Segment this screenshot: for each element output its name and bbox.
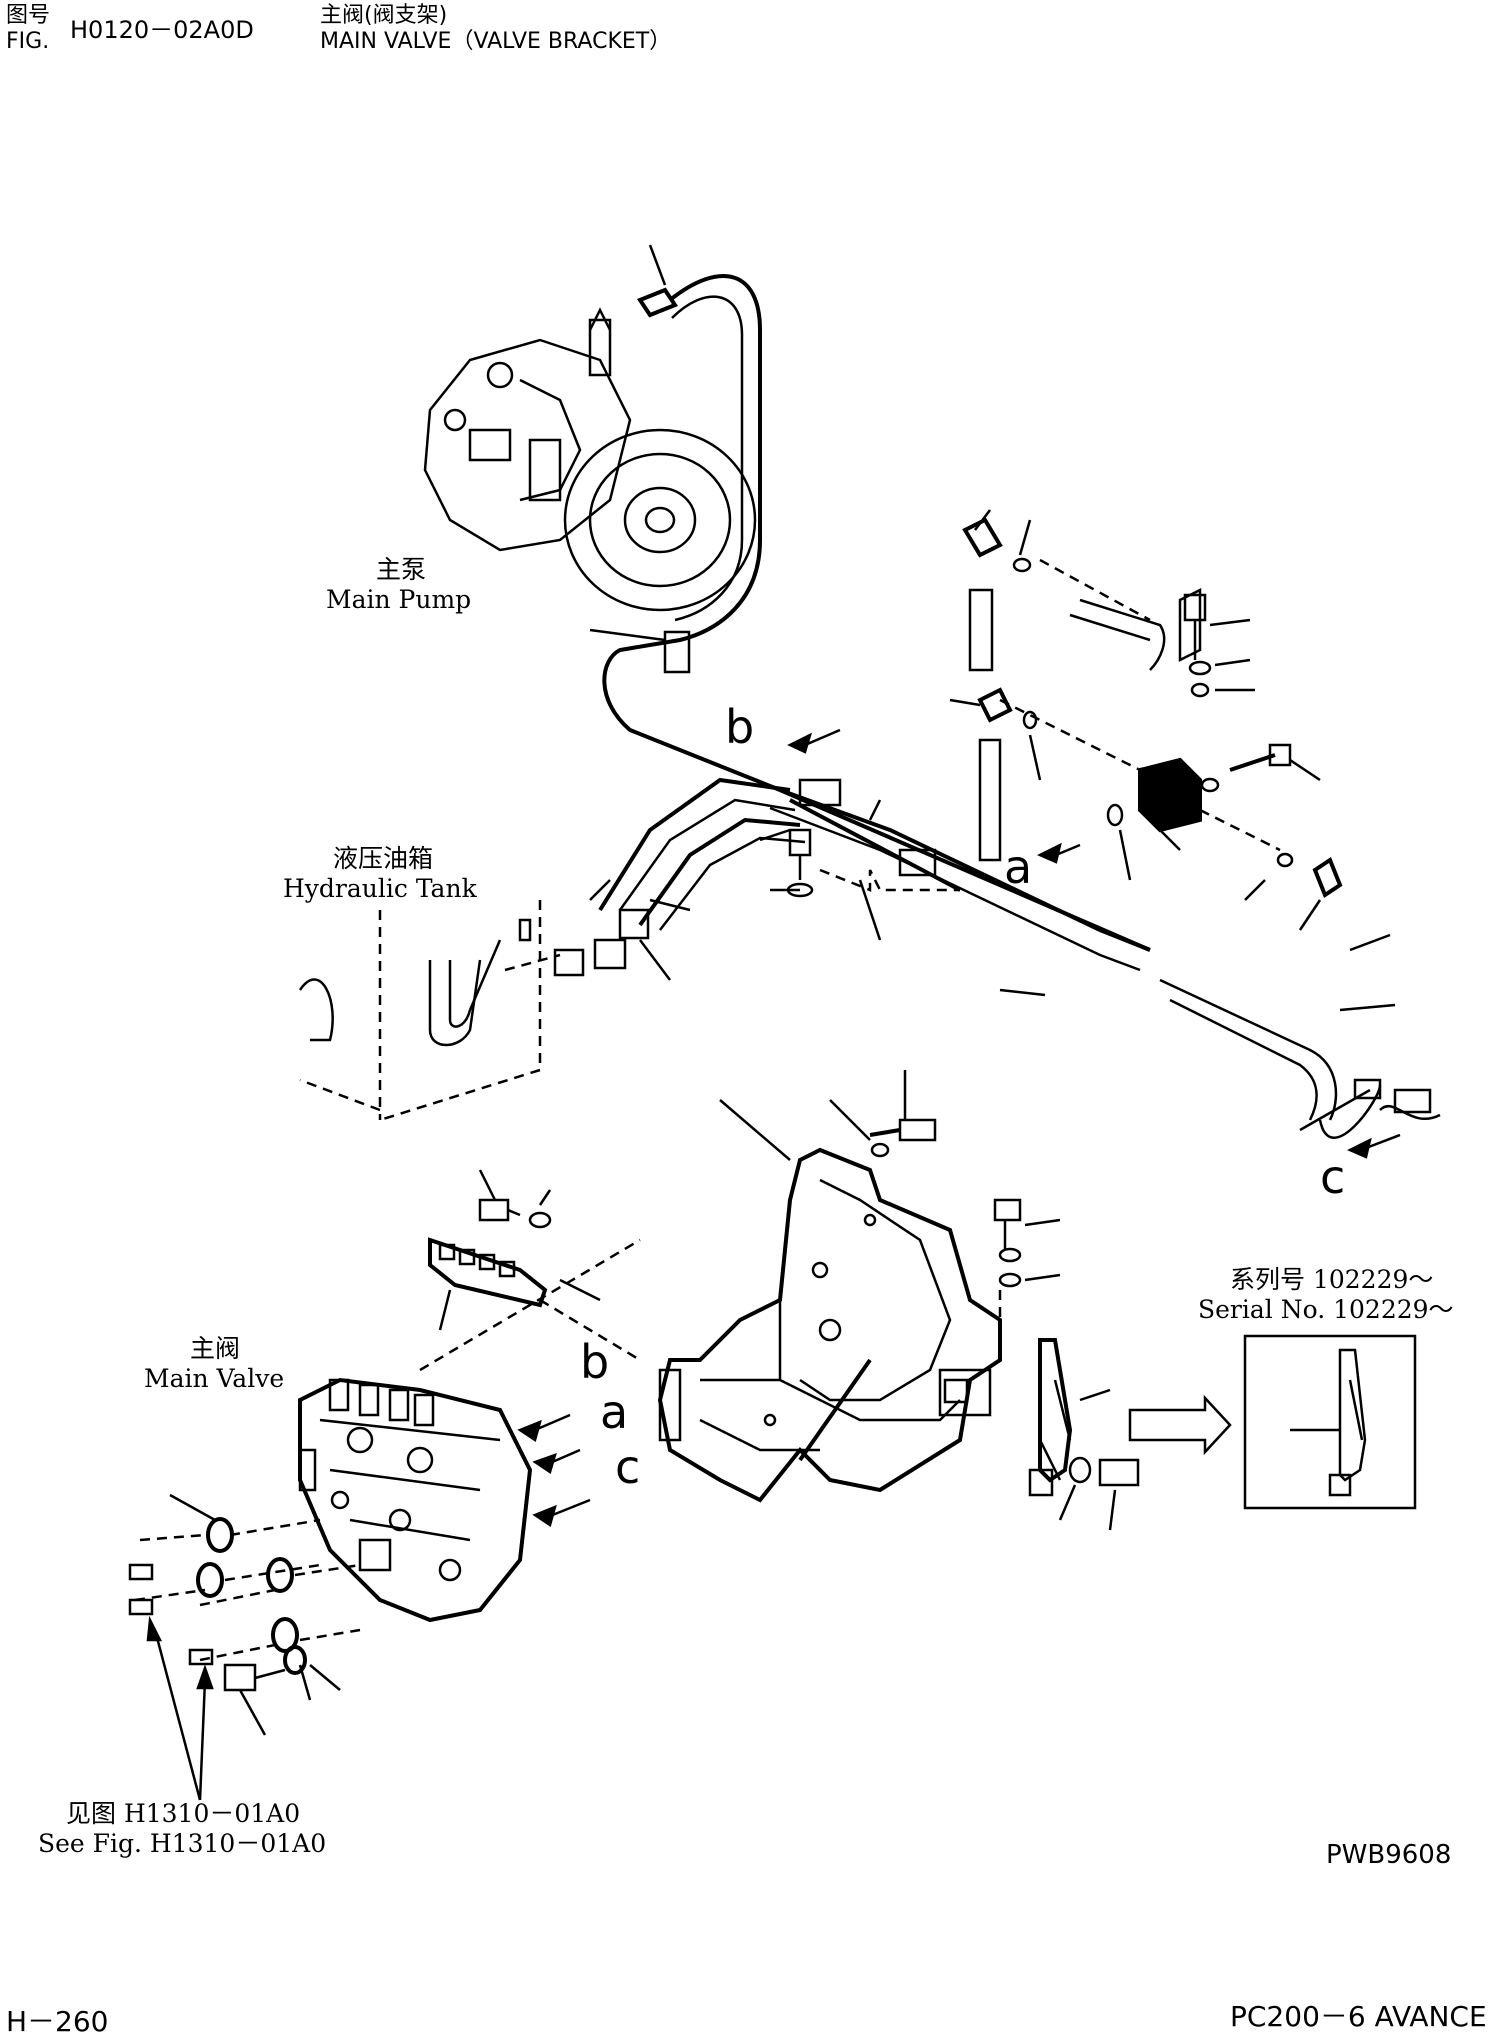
main-pump-label-en: Main Pump [326,585,472,614]
fig-number: H0120－02A0D [70,16,254,44]
fitting-group-upper-right [949,509,1343,931]
callout-b-lower: b [580,1335,610,1389]
fig-label-cn: 图号 [6,3,51,28]
fig-label-en: FIG. [6,29,50,54]
manifold-block-drawing [428,1169,641,1362]
hydraulic-tank-drawing [298,777,806,1122]
title-en: MAIN VALVE（VALVE BRACKET） [320,29,672,54]
valve-bracket-drawing [657,1070,1061,1503]
main-pump-label-cn: 主泵 [376,555,427,584]
callout-a-upper: a [1004,840,1033,894]
flange-fittings-drawing [128,1493,361,1801]
main-valve-label-en: Main Valve [144,1364,285,1393]
serial-detail-box [1243,1334,1417,1510]
model-name: PC200－6 AVANCE [1230,2000,1487,2033]
see-fig-label-cn: 见图 H1310－01A0 [66,1799,301,1828]
title-cn: 主阀(阀支架) [320,3,448,28]
main-valve-label-cn: 主阀 [190,1334,241,1363]
main-pump-drawing [423,287,757,612]
stay-bracket-drawing [1028,1338,1140,1531]
see-fig-label-en: See Fig. H1310－01A0 [38,1829,327,1858]
drawing-code: PWB9608 [1326,1840,1452,1870]
callout-b-upper: b [725,700,755,754]
hydraulic-tank-label-en: Hydraulic Tank [283,874,477,903]
callout-a-lower: a [600,1385,629,1439]
main-valve-drawing [298,1238,641,1623]
callout-c-lower: c [615,1440,641,1494]
serial-label-cn: 系列号 102229～ [1230,1265,1434,1294]
callout-c-upper: c [1320,1150,1346,1204]
hydraulic-tank-label-cn: 液压油箱 [333,844,434,873]
page-code: H－260 [6,2005,109,2038]
serial-label-en: Serial No. 102229～ [1198,1295,1454,1324]
